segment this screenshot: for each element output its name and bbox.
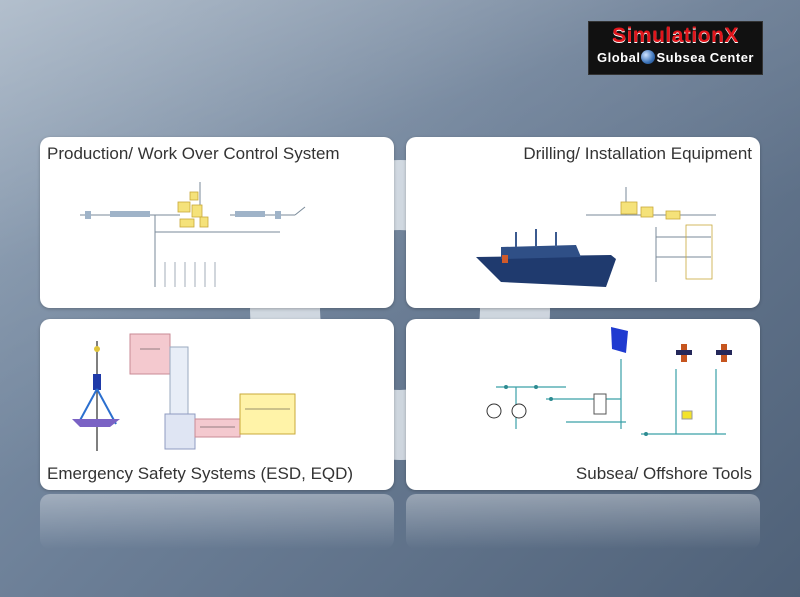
simulationx-logo: SimulationX Global Subsea Center bbox=[588, 21, 763, 75]
logo-subtitle: Global Subsea Center bbox=[589, 50, 762, 65]
production-control-diagram bbox=[80, 182, 306, 287]
emergency-safety-diagram bbox=[72, 333, 296, 451]
panel-title-drilling: Drilling/ Installation Equipment bbox=[523, 144, 752, 163]
panel-reflection-right bbox=[406, 494, 760, 549]
panel-subsea-offshore[interactable]: Subsea/ Offshore Tools bbox=[406, 319, 760, 490]
logo-subtitle-right: Subsea Center bbox=[656, 50, 754, 65]
panel-title-emergency: Emergency Safety Systems (ESD, EQD) bbox=[47, 464, 354, 483]
panel-production-control[interactable]: Production/ Work Over Control System bbox=[40, 137, 394, 308]
logo-title: SimulationX bbox=[612, 24, 739, 47]
globe-icon bbox=[641, 50, 656, 64]
panel-emergency-safety[interactable]: Emergency Safety Systems (ESD, EQD) bbox=[40, 319, 394, 490]
panel-reflection-left bbox=[40, 494, 394, 549]
logo-subtitle-left: Global bbox=[597, 50, 641, 65]
panel-title-subsea: Subsea/ Offshore Tools bbox=[575, 464, 752, 483]
panel-drilling-installation[interactable]: Drilling/ Installation Equipment bbox=[406, 137, 760, 308]
drilling-installation-diagram bbox=[476, 187, 716, 287]
panel-title-production: Production/ Work Over Control System bbox=[47, 144, 340, 163]
subsea-offshore-diagram bbox=[486, 327, 732, 436]
